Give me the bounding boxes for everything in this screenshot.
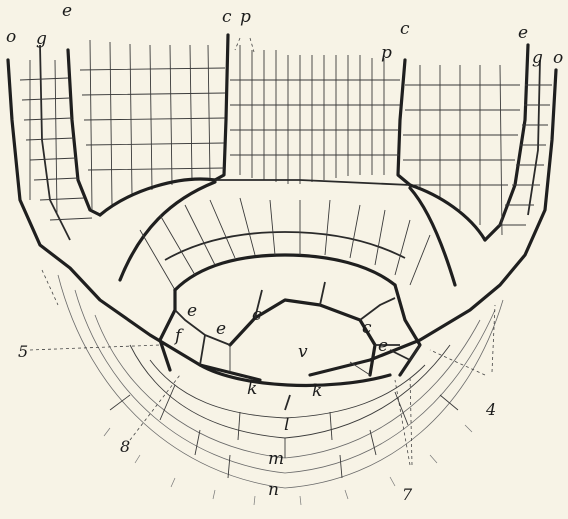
label-l-cap: l (284, 415, 289, 435)
label-p-top: p (240, 7, 251, 27)
right-epidermis-columns (310, 45, 556, 375)
label-g-left: g (36, 29, 47, 49)
label-number-7: 7 (402, 485, 413, 504)
label-f-inner: f (173, 326, 184, 346)
label-e-inner2: e (216, 319, 226, 339)
label-c-inner2: c (362, 318, 372, 338)
label-o-right: o (553, 48, 563, 68)
label-e-left: e (62, 1, 72, 21)
label-k-right: k (312, 381, 322, 401)
label-c-top: c (222, 7, 232, 27)
label-e-right: e (518, 23, 528, 43)
label-m-cap: m (268, 449, 284, 469)
label-number-4: 4 (485, 400, 496, 419)
label-e-inner3: e (378, 336, 388, 356)
label-c-inner1: c (252, 305, 262, 325)
label-p-right: p (381, 43, 392, 63)
label-c-right: c (400, 19, 410, 39)
label-e-inner1: e (187, 301, 197, 321)
leader-lines (30, 38, 495, 465)
label-number-8: 8 (120, 437, 130, 456)
label-o-left: o (6, 27, 16, 47)
periblem-arcs (100, 179, 485, 290)
label-n-cap: n (268, 480, 279, 500)
label-k-left: k (247, 379, 257, 399)
label-number-5: 5 (18, 342, 28, 361)
root-cap-layers (58, 275, 503, 505)
label-v-center: v (298, 342, 308, 362)
label-g-right: g (532, 48, 543, 68)
